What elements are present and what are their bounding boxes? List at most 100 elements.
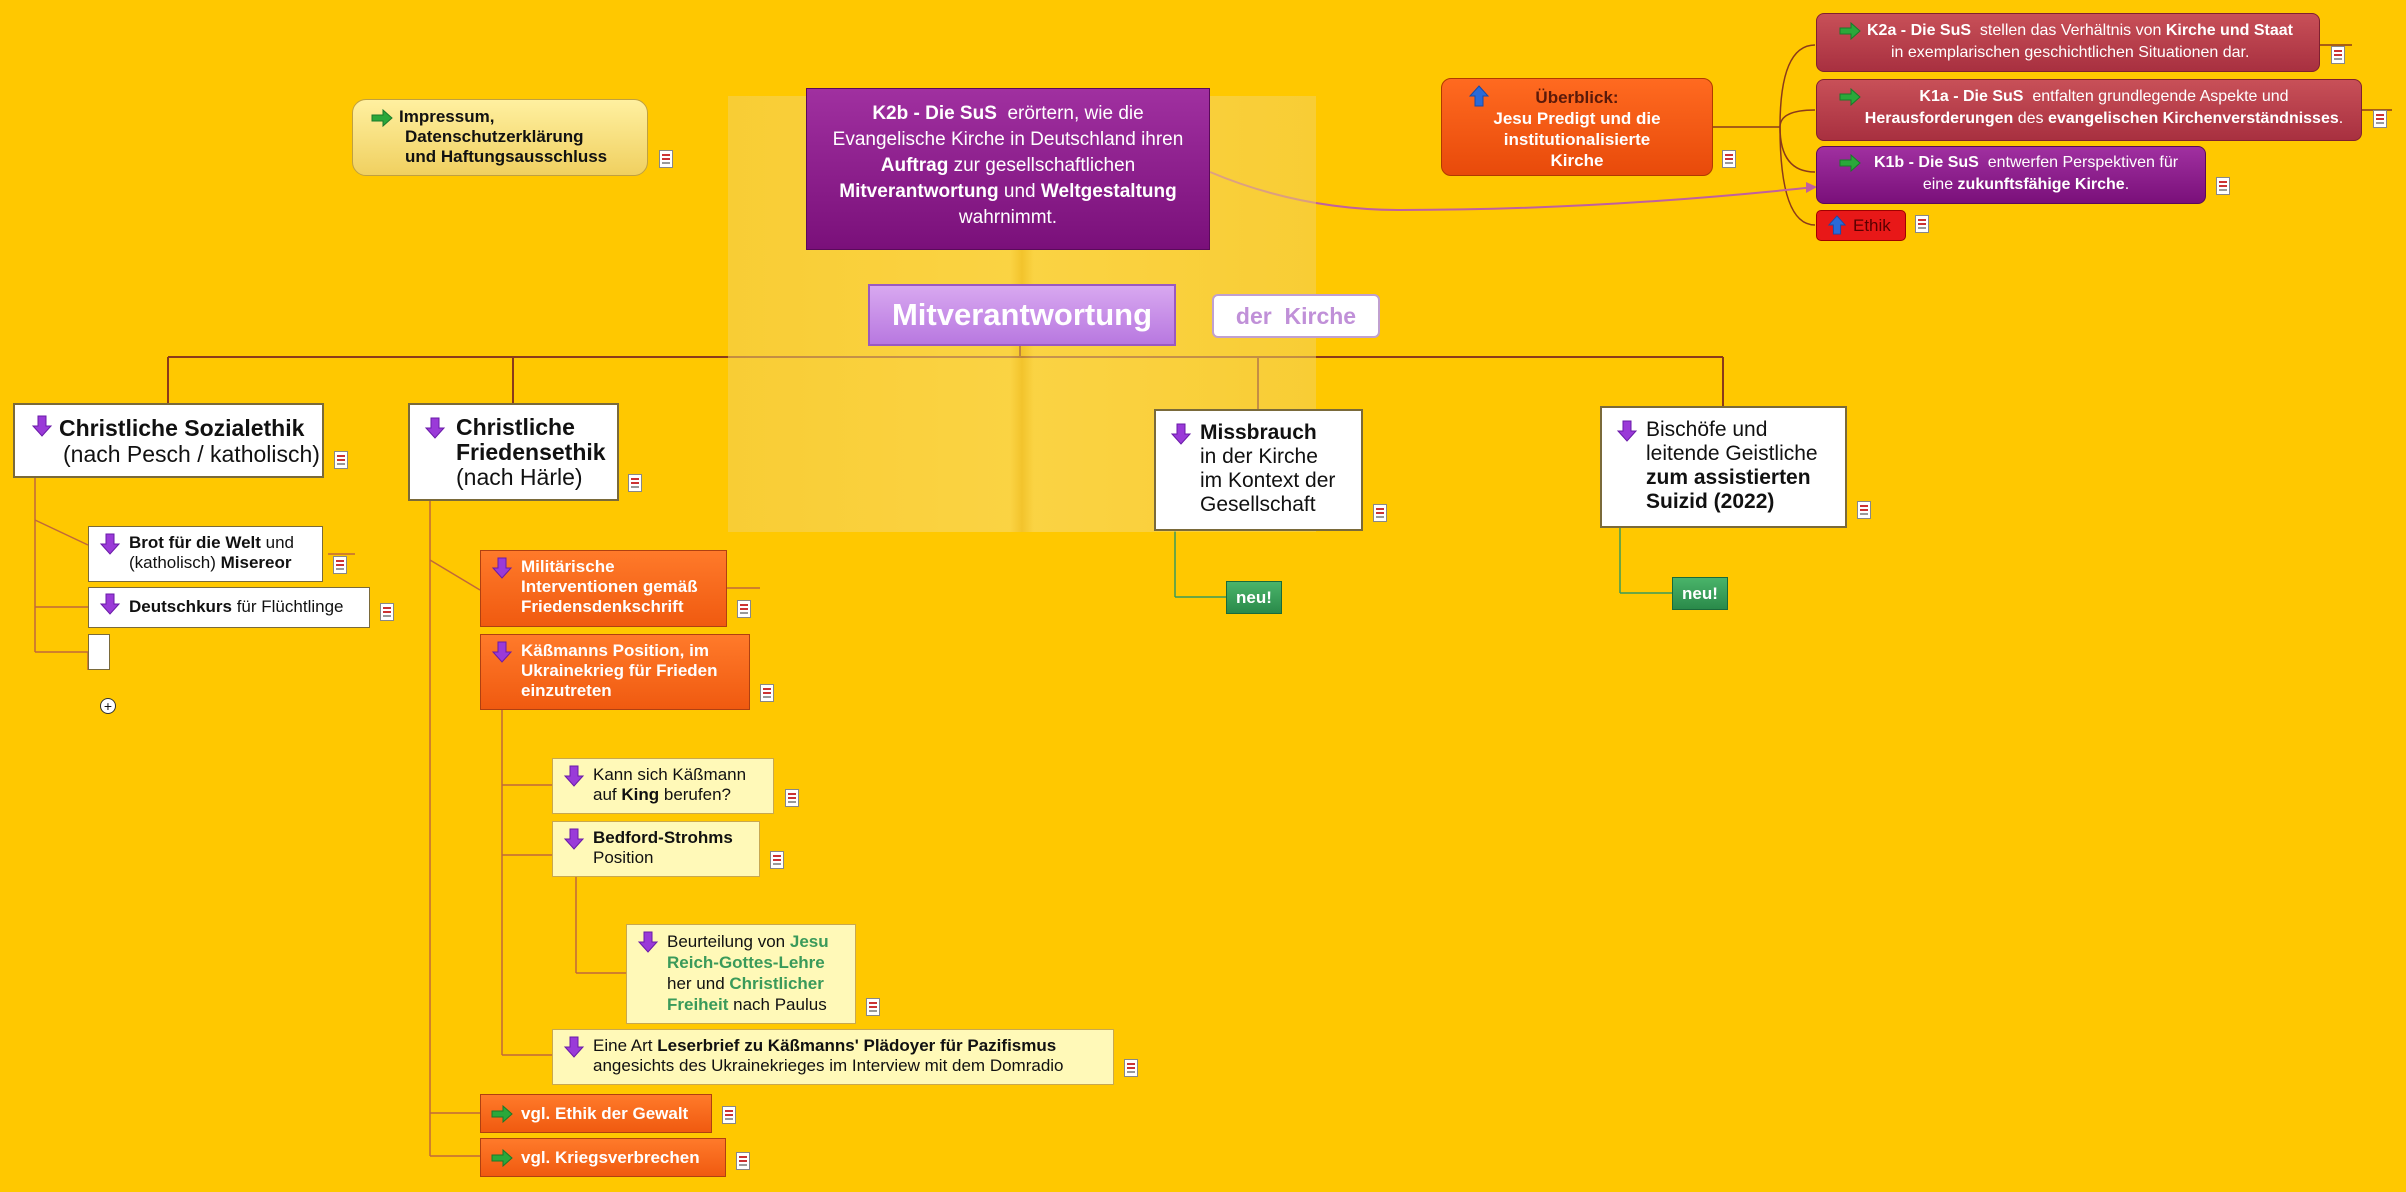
- purple-down-arrow-icon: [637, 931, 659, 953]
- note-icon[interactable]: [1857, 501, 1871, 519]
- blue-up-arrow-icon: [1468, 85, 1490, 107]
- brot-node[interactable]: Brot für die Welt und (katholisch) Miser…: [88, 526, 323, 582]
- k2b-lead: K2b - Die SuS: [872, 103, 997, 124]
- kaessmann-node[interactable]: Käßmanns Position, im Ukrainekrieg für F…: [480, 634, 750, 710]
- note-icon[interactable]: [333, 556, 347, 574]
- k1b-lead: K1b - Die SuS: [1873, 154, 1979, 171]
- note-icon[interactable]: [722, 1106, 736, 1124]
- note-icon[interactable]: [1722, 150, 1736, 168]
- beurteilung-node[interactable]: Beurteilung von Jesu Reich-Gottes-Lehre …: [626, 924, 856, 1024]
- deutschkurs-node[interactable]: Deutschkurs für Flüchtlinge: [88, 587, 370, 628]
- purple-down-arrow-icon: [1616, 420, 1638, 442]
- bischoefe-text2: leitende Geistliche: [1646, 442, 1818, 465]
- bischoefe-node[interactable]: Bischöfe und leitende Geistliche zum ass…: [1600, 406, 1847, 528]
- kaessmann-line1: Käßmanns Position, im: [521, 641, 709, 660]
- impressum-node[interactable]: Impressum, Datenschutzerklärung und Haft…: [352, 99, 648, 176]
- k1b-text3: .: [2124, 176, 2130, 193]
- leserbrief-node[interactable]: Eine Art Leserbrief zu Käßmanns' Plädoye…: [552, 1029, 1114, 1085]
- central-topic[interactable]: Mitverantwortung: [868, 284, 1176, 346]
- king-node[interactable]: Kann sich Käßmann auf King berufen?: [552, 758, 774, 814]
- purple-down-arrow-icon: [1170, 423, 1192, 445]
- note-icon[interactable]: [2331, 46, 2345, 64]
- gewalt-label: vgl. Ethik der Gewalt: [521, 1104, 689, 1123]
- deutschkurs-bold1: Deutschkurs: [129, 597, 232, 616]
- sozialethik-title: Christliche Sozialethik: [59, 415, 305, 441]
- note-icon[interactable]: [659, 150, 673, 168]
- note-icon[interactable]: [2373, 110, 2387, 128]
- k1a-text2: des: [2013, 110, 2048, 127]
- friedensethik-node[interactable]: Christliche Friedensethik (nach Härle): [408, 403, 619, 501]
- k1b-text1: entwerfen Perspektiven für: [1978, 154, 2179, 171]
- k2a-node[interactable]: K2a - Die SuS stellen das Verhältnis von…: [1816, 13, 2320, 72]
- k1a-node[interactable]: K1a - Die SuS entfalten grundlegende Asp…: [1816, 79, 2362, 141]
- king-text3: berufen?: [659, 785, 731, 804]
- militaer-line3: Friedensdenkschrift: [521, 597, 684, 616]
- note-icon[interactable]: [760, 684, 774, 702]
- friedensethik-line1: Christliche: [456, 414, 575, 440]
- k2b-bold2: Mitverantwortung: [839, 181, 999, 202]
- sozialethik-node[interactable]: Christliche Sozialethik (nach Pesch / ka…: [13, 403, 324, 478]
- overview-line2: Jesu Predigt und die: [1493, 109, 1661, 128]
- purple-down-arrow-icon: [491, 641, 513, 663]
- bedford-bold1: Bedford-Strohms: [593, 828, 733, 847]
- gewalt-node[interactable]: vgl. Ethik der Gewalt: [480, 1094, 712, 1133]
- k1b-node[interactable]: K1b - Die SuS entwerfen Perspektiven für…: [1816, 146, 2206, 204]
- neu-badge-label: neu!: [1682, 584, 1718, 603]
- missbrauch-text1: in der Kirche: [1200, 445, 1318, 468]
- ethik-node[interactable]: Ethik: [1816, 210, 1906, 241]
- note-icon[interactable]: [1373, 504, 1387, 522]
- k2a-text1: stellen das Verhältnis von: [1971, 22, 2166, 39]
- impressum-line1: Impressum,: [399, 107, 495, 126]
- purple-down-arrow-icon: [99, 533, 121, 555]
- expand-button[interactable]: +: [100, 698, 116, 714]
- k1b-bold1: zukunftsfähige Kirche: [1957, 176, 2125, 193]
- purple-down-arrow-icon: [563, 1036, 585, 1058]
- k2b-node[interactable]: K2b - Die SuS erörtern, wie die Evangeli…: [806, 88, 1210, 250]
- beurteilung-text3: nach Paulus: [728, 995, 827, 1014]
- missbrauch-bold1: Missbrauch: [1200, 421, 1317, 444]
- central-topic-suffix[interactable]: der Kirche: [1212, 294, 1380, 338]
- militaer-node[interactable]: Militärische Interventionen gemäß Friede…: [480, 550, 727, 627]
- purple-down-arrow-icon: [563, 765, 585, 787]
- kaessmann-line2: Ukrainekrieg für Frieden: [521, 661, 718, 680]
- beurteilung-text1: Beurteilung von: [667, 932, 790, 951]
- green-right-arrow-icon: [371, 108, 393, 127]
- empty-node[interactable]: [88, 634, 110, 670]
- note-icon[interactable]: [1124, 1059, 1138, 1077]
- missbrauch-text2: im Kontext der: [1200, 469, 1336, 492]
- k2b-text3: zur gesellschaftlichen: [948, 155, 1136, 176]
- king-bold1: King: [621, 785, 660, 804]
- note-icon[interactable]: [770, 851, 784, 869]
- purple-down-arrow-icon: [99, 593, 121, 615]
- impressum-line3: und Haftungsausschluss: [405, 147, 608, 166]
- note-icon[interactable]: [334, 451, 348, 469]
- brot-bold2: Misereor: [220, 553, 292, 572]
- kriegsverbrechen-node[interactable]: vgl. Kriegsverbrechen: [480, 1138, 726, 1177]
- deutschkurs-text1: für Flüchtlinge: [231, 597, 344, 616]
- note-icon[interactable]: [1915, 215, 1929, 233]
- note-icon[interactable]: [866, 998, 880, 1016]
- note-icon[interactable]: [737, 600, 751, 618]
- beurteilung-text2: her und: [667, 974, 730, 993]
- neu-badge[interactable]: neu!: [1226, 581, 1282, 614]
- missbrauch-node[interactable]: Missbrauch in der Kirche im Kontext der …: [1154, 409, 1363, 531]
- leserbrief-text2: angesichts des Ukrainekrieges im Intervi…: [593, 1056, 1064, 1075]
- overview-node[interactable]: Überblick: Jesu Predigt und die institut…: [1441, 78, 1713, 176]
- purple-down-arrow-icon: [563, 828, 585, 850]
- note-icon[interactable]: [736, 1152, 750, 1170]
- ethik-label: Ethik: [1853, 216, 1891, 235]
- kaessmann-line3: einzutreten: [521, 681, 612, 700]
- k1a-text3: .: [2338, 110, 2344, 127]
- note-icon[interactable]: [2216, 177, 2230, 195]
- note-icon[interactable]: [380, 603, 394, 621]
- king-text2: auf: [593, 785, 622, 804]
- purple-down-arrow-icon: [31, 415, 53, 437]
- green-right-arrow-icon: [1839, 88, 1861, 106]
- brot-bold1: Brot für die Welt: [129, 533, 261, 552]
- k2a-text2: in exemplarischen geschichtlichen Situat…: [1891, 44, 2250, 61]
- note-icon[interactable]: [785, 789, 799, 807]
- note-icon[interactable]: [628, 474, 642, 492]
- bedford-node[interactable]: Bedford-Strohms Position: [552, 821, 760, 877]
- neu-badge[interactable]: neu!: [1672, 577, 1728, 610]
- k1a-bold2: evangelischen Kirchenverständnisses: [2047, 110, 2339, 127]
